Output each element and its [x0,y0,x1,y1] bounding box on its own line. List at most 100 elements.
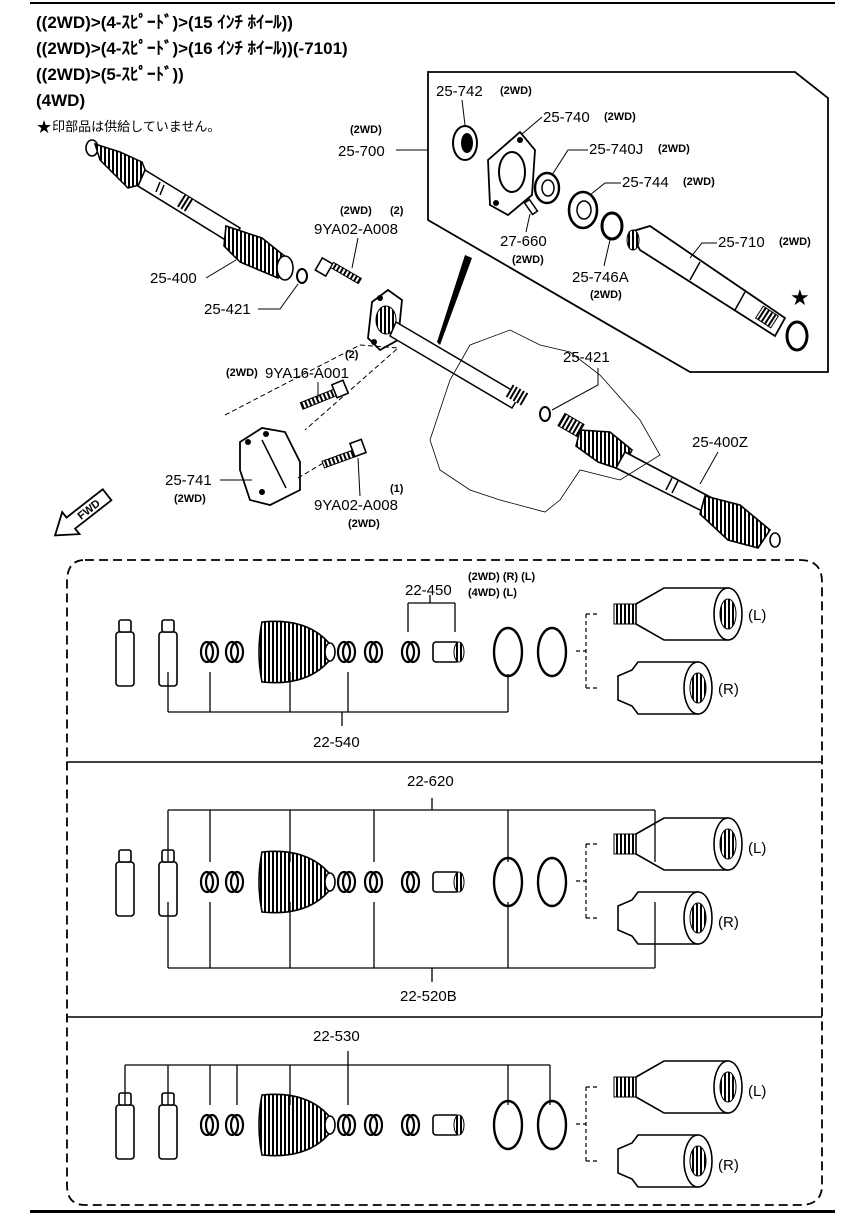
label-25-740j-qual: (2WD) [658,143,690,155]
kit-2-side-l: (L) [748,840,766,857]
label-27-660-qual: (2WD) [512,254,544,266]
grease-tube-body [115,861,135,917]
header-line: (4WD) [36,91,86,110]
joint-bracket [576,613,598,689]
boot-clamp-coil [336,640,352,664]
label-25-740-qual: (2WD) [604,111,636,123]
kit-2-bottom-label: 22-520B [400,988,457,1005]
boot-clamp-coil [368,870,384,894]
bottom-rule [30,1210,835,1213]
joint-left [613,1060,743,1114]
label-25-740j: 25-740J (2WD) [551,141,690,176]
label-25-700: (2WD) 25-700 [338,124,428,160]
bolt-9ya16 [299,379,350,410]
grease-tube [158,619,178,687]
joint-bore [689,902,707,934]
right-drive-shaft-25-400z [389,320,781,549]
boot-clamp-coil [336,1113,352,1137]
kit-2-side-r: (R) [718,914,739,931]
small-boot-clamp [199,870,220,894]
grease-tube-cap [118,619,132,633]
snap-ring-25-746a [600,211,624,241]
small-boot-clamp [363,870,384,894]
star-icon: ★ [36,117,53,137]
bracket-bolt-dashed [297,461,326,479]
boot-clamp-coil [405,640,421,664]
label-27-660-text: 27-660 [500,233,547,250]
joint-bracket [576,843,598,919]
boot-clamp-coil [363,1113,379,1137]
kit-1-top-leaders [407,602,456,632]
label-9ya02-top: (2WD) (2) 9YA02-A008 [314,205,404,269]
boot-clamp-coil [363,870,379,894]
label-25-400z-text: 25-400Z [692,434,748,451]
joint-bore [719,1071,737,1103]
boot [258,1093,336,1157]
small-boot-clamp [224,640,245,664]
boot-clamp-coil [199,640,215,664]
boot-clamp-coil [363,640,379,664]
top-rule [30,2,835,4]
label-25-742-qual: (2WD) [500,85,532,97]
small-boot-clamp [400,640,421,664]
label-25-740: 25-740 (2WD) [521,109,636,135]
snap-ring-end [785,320,809,352]
applicability-header: ((2WD)>(4-ｽﾋﾟｰﾄﾞ)>(15 ｲﾝﾁ ﾎｲｰﾙ)) ((2WD)>… [36,10,348,114]
callout-wedge [437,255,472,345]
supply-note-text: 印部品は供給していません。 [52,119,221,134]
label-25-742: 25-742 (2WD) [436,83,532,126]
joint-right [617,891,713,945]
boot-clamp-coil [224,870,240,894]
small-boot-clamp [199,1113,220,1137]
header-line: ((2WD)>(4-ｽﾋﾟｰﾄﾞ)>(15 ｲﾝﾁ ﾎｲｰﾙ)) [36,13,293,32]
label-25-421-left: 25-421 [204,283,299,318]
boot-clamp-coil [368,640,384,664]
dashed-bracket [576,843,598,919]
label-25-700-qual: (2WD) [350,124,382,136]
label-25-710-text: 25-710 [718,234,765,251]
boot [258,850,336,914]
boot-clamp-coil [341,640,357,664]
header-line: ((2WD)>(4-ｽﾋﾟｰﾄﾞ)>(16 ｲﾝﾁ ﾎｲｰﾙ))(-7101) [36,39,348,58]
dashed-bracket [576,1086,598,1162]
left-drive-shaft-25-400 [85,139,294,281]
label-25-400z: 25-400Z [692,434,748,485]
large-boot-band [492,1099,524,1151]
boot-clamp-coil [405,1113,421,1137]
boot-clamp-coil [341,1113,357,1137]
bushing-end [453,641,465,663]
pin-27-660 [523,198,539,216]
damper-bushing [432,641,465,663]
joint-right [617,661,713,715]
joint-bore [689,672,707,704]
boot-clamp-coil [229,640,245,664]
intermediate-shaft-detail-box [427,71,829,373]
boot-body [258,1093,331,1157]
label-25-741-text: 25-741 [165,472,212,489]
small-boot-clamp [224,1113,245,1137]
kit-1-top-qual-2: (4WD) (L) [468,587,517,599]
label-9ya02-top-text: 9YA02-A008 [314,221,398,238]
damper-bushing [432,871,465,893]
star-icon: ★ [790,285,810,310]
grease-tube-body [115,1104,135,1160]
header-line: ((2WD)>(5-ｽﾋﾟｰﾄﾞ)) [36,65,184,84]
small-boot-clamp [224,870,245,894]
joint-right [617,1134,713,1188]
large-boot-band [536,856,568,908]
grease-tube-body [158,1104,178,1160]
bushing-end [453,871,465,893]
large-boot-band [492,626,524,678]
grease-tube [158,1092,178,1160]
label-25-742-text: 25-742 [436,83,483,100]
joint-bracket [576,1086,598,1162]
boot-neck [324,1115,336,1135]
label-27-660: 27-660 (2WD) [500,213,547,266]
kit-panels-frame [66,559,823,1206]
small-boot-clamp [400,1113,421,1137]
label-25-741-qual: (2WD) [174,493,206,505]
boot-clamp-coil [368,1113,384,1137]
fwd-arrow-icon: FWD [53,487,113,537]
boot-clamp-coil [341,870,357,894]
